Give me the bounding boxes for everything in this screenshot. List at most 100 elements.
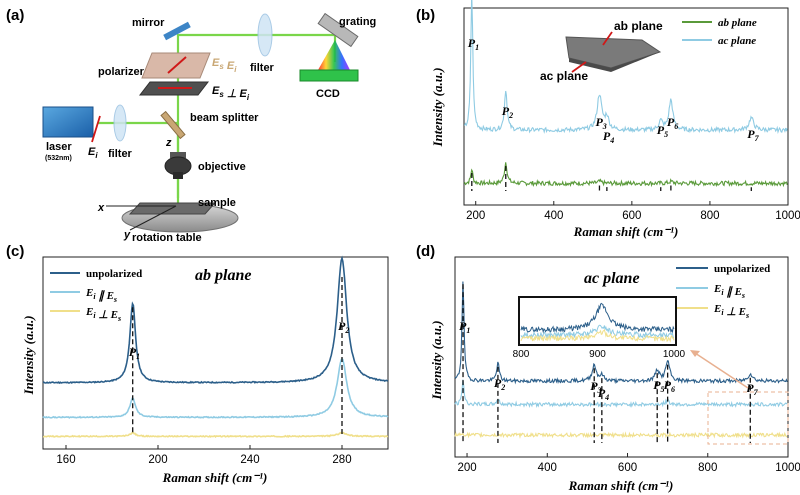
ylabel-d: Intensity (a.u.) <box>429 320 444 400</box>
legend-parallel-c: Ei ∥ Es <box>85 287 117 304</box>
series-line-e-i-e-s <box>454 431 788 439</box>
inset-tick-label: 1000 <box>663 349 686 360</box>
legend-ac-plane: ac plane <box>718 35 756 47</box>
x-tick-label: 200 <box>466 210 485 222</box>
label-polarizer: polarizer <box>98 66 145 78</box>
label-laser: laser <box>46 141 72 153</box>
mirror-icon <box>163 21 191 41</box>
plot-frame-d <box>454 256 789 458</box>
arrow-ab-icon <box>602 31 613 46</box>
xlabel-d: Raman shift (cm⁻¹) <box>568 478 674 493</box>
panel-letter-b: (b) <box>416 7 435 24</box>
objective-tip-icon <box>173 172 183 179</box>
series-line-ab-plane <box>463 162 788 188</box>
series-line-ac-plane <box>464 0 788 135</box>
peak-label: P2 <box>494 376 505 392</box>
x-tick-label: 400 <box>538 462 557 474</box>
label-x-axis: x <box>97 202 105 214</box>
xlabel-c: Raman shift (cm⁻¹) <box>162 470 268 485</box>
zoom-region-d <box>707 391 789 445</box>
filter-top-icon <box>257 13 273 57</box>
label-laser-wavelength: (532nm) <box>45 155 72 162</box>
filter-left-icon <box>113 104 127 142</box>
peak-label: P1 <box>129 345 140 361</box>
peak-label: P4 <box>598 386 609 402</box>
x-tick-label: 800 <box>700 210 719 222</box>
inset-series-line <box>520 324 675 340</box>
peak-label: P6 <box>667 115 678 131</box>
peak-label: P2 <box>502 104 513 120</box>
ylabel-b: Intensity (a.u.) <box>430 67 445 147</box>
legend-perp-d: Ei ⊥ Es <box>713 303 749 320</box>
x-tick-label: 600 <box>622 210 641 222</box>
ccd-icon <box>299 69 359 82</box>
plot-frame-c <box>42 256 389 450</box>
label-mirror: mirror <box>132 17 165 29</box>
xlabel-b: Raman shift (cm⁻¹) <box>573 224 679 239</box>
label-filter-left: filter <box>108 148 133 160</box>
inset-series-line <box>520 329 675 343</box>
series-line-unpolarized <box>454 281 788 385</box>
inset-tick-label: 800 <box>513 349 530 360</box>
legend-parallel-d: Ei ∥ Es <box>713 283 745 300</box>
x-tick-label: 200 <box>457 462 476 474</box>
x-tick-label: 1000 <box>775 462 800 474</box>
ylabel-c: Intensity (a.u.) <box>21 315 36 395</box>
peak-label: P1 <box>459 319 470 335</box>
inset-frame-d <box>518 296 677 346</box>
setup-diagram: (a) mirror filter grating CCD polarizer … <box>6 7 376 244</box>
label-grating: grating <box>339 16 376 28</box>
label-rotation-table: rotation table <box>132 232 202 244</box>
crystal-edge-icon <box>569 52 660 72</box>
laser-icon <box>42 106 94 138</box>
peak-label: P7 <box>747 127 759 143</box>
peak-label: P6 <box>664 378 675 394</box>
series-line-e-i-e-s <box>42 431 389 439</box>
x-tick-label: 600 <box>618 462 637 474</box>
peak-label: P5 <box>657 123 668 139</box>
inset-label-ac: ac plane <box>540 69 588 83</box>
label-sample: sample <box>198 197 236 209</box>
objective-top-icon <box>170 152 186 158</box>
label-es-perp-ei: Es ⊥ Ei <box>212 85 250 102</box>
label-es-ei: Es Ei <box>212 57 237 74</box>
plane-title-c: ab plane <box>195 267 251 284</box>
x-tick-label: 240 <box>240 454 259 466</box>
panel-letter-d: (d) <box>416 243 435 260</box>
beam-splitter-icon <box>160 110 186 140</box>
panel-letter-c: (c) <box>6 243 24 260</box>
x-tick-label: 200 <box>148 454 167 466</box>
x-tick-label: 280 <box>332 454 351 466</box>
plane-title-d: ac plane <box>584 270 640 287</box>
legend-unpolarized-d: unpolarized <box>714 263 770 275</box>
label-ccd: CCD <box>316 88 340 100</box>
label-objective: objective <box>198 161 246 173</box>
series-line-e-i-e-s <box>454 379 788 408</box>
legend-perp-c: Ei ⊥ Es <box>85 306 121 323</box>
plot-frame-b <box>463 7 789 206</box>
peak-label: P4 <box>603 129 614 145</box>
ei-arrow-icon <box>91 115 101 143</box>
peak-label: P3 <box>590 379 601 395</box>
legend-ab-plane: ab plane <box>718 17 757 29</box>
legend-unpolarized-c: unpolarized <box>86 268 142 280</box>
x-tick-label: 160 <box>56 454 75 466</box>
peak-label: P1 <box>468 36 479 52</box>
label-z-axis: z <box>165 137 172 149</box>
inset-label-ab: ab plane <box>614 19 663 33</box>
label-ei: Ei <box>88 146 98 160</box>
label-filter-top: filter <box>250 62 275 74</box>
peak-label: P7 <box>746 381 758 397</box>
zoom-arrow-icon <box>690 350 700 357</box>
peak-label: P5 <box>653 378 664 394</box>
panel-letter-a: (a) <box>6 7 24 24</box>
inset-series-line <box>520 302 675 334</box>
grating-icon <box>317 12 359 48</box>
